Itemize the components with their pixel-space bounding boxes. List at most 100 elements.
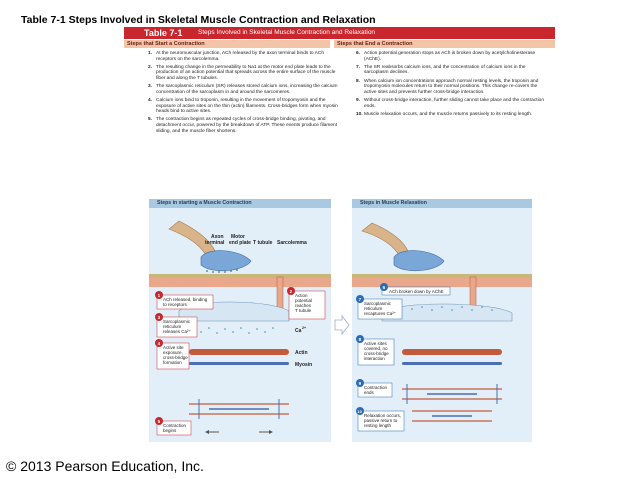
- callout-box: [357, 410, 405, 432]
- callout-line: cross-bridge: [163, 355, 188, 360]
- callout-line: ends: [364, 390, 375, 395]
- callout-box: [156, 294, 214, 310]
- calcium-dots: [192, 327, 274, 334]
- callout-number: 7: [359, 297, 362, 302]
- contraction-diagram: Axon terminal Motor end plate T tubule S…: [149, 220, 331, 436]
- sarcolemma-layer: [149, 277, 331, 287]
- step-item: 5.The contraction begins as repeated cyc…: [148, 117, 338, 134]
- callout-number-badge: [155, 313, 163, 321]
- callout-line: Sarcoplasmic: [364, 301, 392, 306]
- panel-relaxation-title: Steps in Muscle Relaxation: [352, 199, 532, 208]
- callout-box: [156, 316, 198, 338]
- callout-number: 6: [383, 285, 386, 290]
- callout-number: 9: [359, 381, 362, 386]
- step-number: 3.: [148, 84, 153, 90]
- label-motor: Motor: [231, 234, 245, 240]
- callout-line: exposure,: [163, 350, 183, 355]
- callout-number-badge: [380, 283, 388, 291]
- callout-line: ACh released, binding: [163, 297, 208, 302]
- sarcolemma-layer: [352, 277, 532, 287]
- callout-line: formation: [163, 360, 182, 365]
- step-number: 2.: [148, 64, 153, 70]
- step-text: The contraction begins as repeated cycle…: [156, 117, 338, 134]
- callout-number-badge: [356, 379, 364, 387]
- callout-line: reticulum: [163, 324, 182, 329]
- callout-number-badge: [287, 287, 295, 295]
- step-item: 3.The sarcoplasmic reticulum (SR) releas…: [148, 84, 338, 95]
- slide-title: Table 7-1 Steps Involved in Skeletal Mus…: [21, 14, 376, 26]
- label-axon: Axon: [211, 234, 224, 240]
- callout-number-badge: [155, 417, 163, 425]
- callout-number-badge: [356, 335, 364, 343]
- step-number: 1.: [148, 51, 153, 56]
- step-item: 1.At the neuromuscular junction, ACh rel…: [148, 51, 338, 62]
- step-text: The SR reabsorbs calcium ions, and the c…: [364, 64, 526, 76]
- callout-number-badge: [356, 407, 364, 415]
- label-ca: Ca: [295, 328, 302, 334]
- step-item: 4.Calcium ions bind to troponin, resulti…: [148, 98, 338, 115]
- callout-line: Contraction: [163, 423, 187, 428]
- myosin-filament: [402, 362, 502, 365]
- table-title: Steps Involved in Skeletal Muscle Contra…: [198, 29, 376, 36]
- receptor-dots: [206, 269, 238, 273]
- sarcomere-diagram: [402, 384, 502, 422]
- step-item: 7.The SR reabsorbs calcium ions, and the…: [356, 65, 551, 76]
- callout-line: reticulum: [364, 306, 383, 311]
- callout-line: Sarcoplasmic: [163, 319, 191, 324]
- callout-box: [357, 338, 395, 366]
- callout-line: releases Ca²⁺: [163, 329, 192, 334]
- label-ca-superscript: 2+: [302, 326, 306, 330]
- callout-line: Active site: [163, 345, 184, 350]
- callout-line: potential: [295, 298, 312, 303]
- column-header-end: Steps that End a Contraction: [334, 40, 555, 48]
- callout-8: 8 Active sites covered, no cross-bridge …: [356, 335, 395, 366]
- callout-line: Contraction: [364, 385, 388, 390]
- callout-number: 4: [158, 341, 161, 346]
- callout-number-badge: [155, 339, 163, 347]
- callout-line: interaction: [364, 356, 385, 361]
- myosin-filament: [189, 362, 289, 365]
- table-header: Table 7-1 Steps Involved in Skeletal Mus…: [124, 27, 555, 39]
- step-number: 4.: [148, 97, 153, 103]
- panel-contraction: Steps in starting a Muscle Contraction: [149, 199, 331, 442]
- callout-number: 2: [290, 289, 293, 294]
- step-number: 10.: [356, 111, 363, 117]
- callout-1: 1 ACh released, binding to receptors: [155, 291, 214, 310]
- callout-box: [156, 420, 192, 436]
- copyright-notice: © 2013 Pearson Education, Inc.: [6, 458, 204, 474]
- figure: Table 7-1 Steps Involved in Skeletal Mus…: [124, 27, 555, 442]
- callout-number: 10: [357, 409, 362, 414]
- relaxation-diagram: 6 ACh broken down by AChE 7 Sarcoplasmic…: [352, 222, 532, 432]
- callout-5: 5 Contraction begins: [155, 417, 192, 436]
- step-number: 6.: [356, 51, 361, 56]
- callout-box: [156, 342, 190, 370]
- step-item: 8.When calcium ion concentrations approa…: [356, 79, 551, 96]
- step-number: 7.: [356, 64, 361, 70]
- callout-line: Active sites: [364, 341, 388, 346]
- callout-line: T tubule: [295, 308, 312, 313]
- membrane-strip: [352, 274, 532, 278]
- callout-line: ACh broken down by AChE: [389, 289, 444, 294]
- axon-terminal-shape: [393, 250, 445, 272]
- step-text: Without cross-bridge interaction, furthe…: [364, 97, 544, 109]
- step-item: 10.Muscle relaxation occurs, and the mus…: [356, 112, 551, 118]
- step-text: The sarcoplasmic reticulum (SR) releases…: [156, 84, 338, 95]
- step-text: Action potential generation stops as ACh…: [364, 51, 536, 62]
- callout-line: passive return to: [364, 418, 398, 423]
- steps-start-list: 1.At the neuromuscular junction, ACh rel…: [148, 51, 338, 137]
- callout-box: [357, 382, 393, 398]
- callout-10: 10 Relaxation occurs, passive return to …: [356, 407, 405, 432]
- label-actin: Actin: [295, 350, 308, 356]
- step-number: 9.: [356, 97, 361, 103]
- callout-number: 3: [158, 315, 161, 320]
- callout-line: begins: [163, 428, 177, 433]
- callout-line: Action: [295, 293, 308, 298]
- label-myosin: Myosin: [295, 362, 312, 368]
- membrane-strip: [149, 274, 331, 278]
- callout-number: 5: [158, 419, 161, 424]
- callout-line: recaptures Ca²⁺: [364, 311, 397, 316]
- step-text: At the neuromuscular junction, ACh relea…: [156, 51, 324, 62]
- table-number: Table 7-1: [144, 28, 183, 38]
- column-header-start: Steps that Start a Contraction: [124, 40, 330, 48]
- step-text: When calcium ion concentrations approach…: [364, 78, 539, 95]
